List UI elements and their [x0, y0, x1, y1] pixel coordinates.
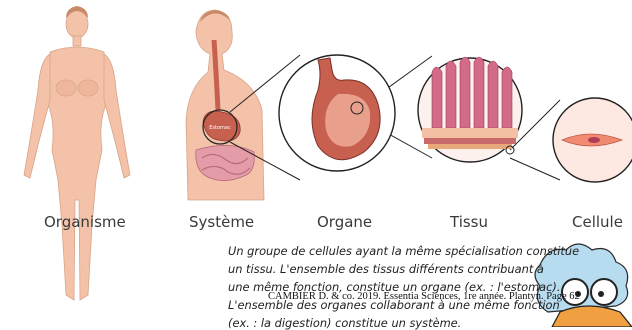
label-organ: Organe — [317, 213, 372, 231]
organism-figure — [24, 6, 130, 300]
organ-circle — [279, 55, 395, 171]
label-organism: Organisme — [44, 213, 126, 231]
label-system: Système — [189, 213, 254, 231]
label-tissue: Tissu — [450, 213, 488, 231]
label-cell: Cellule — [572, 213, 623, 231]
caption-line: Un groupe de cellules ayant la même spéc… — [228, 244, 579, 258]
system-figure: Estomac — [186, 10, 264, 200]
stomach-tag: Estomac — [209, 125, 231, 131]
caption-line: (ex. : la digestion) constitue un systèm… — [228, 316, 461, 330]
tissue-circle — [418, 57, 522, 162]
caption-line: un tissu. L'ensemble des tissus différen… — [228, 262, 544, 276]
cell-circle — [553, 98, 632, 182]
source-credit: CAMBIER D. & co. 2019. Essentia Sciences… — [268, 291, 580, 302]
